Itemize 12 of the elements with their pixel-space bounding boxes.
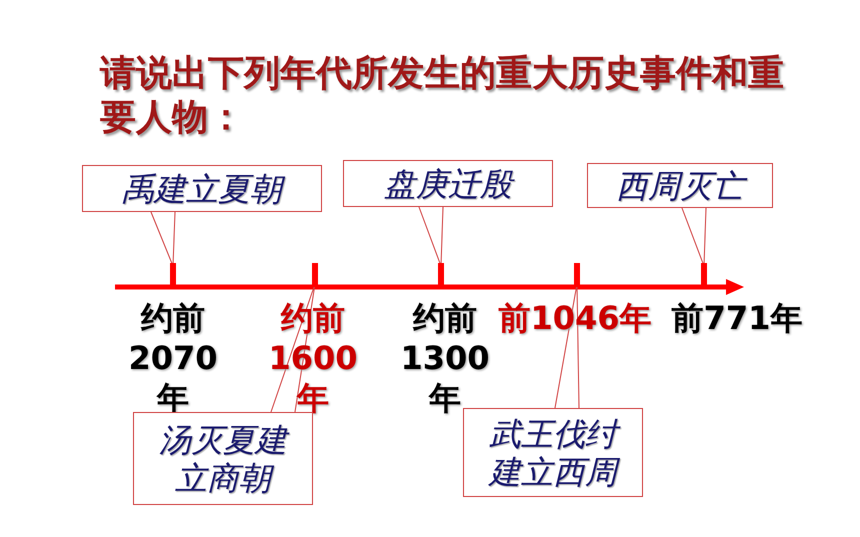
tick-mark bbox=[574, 263, 580, 287]
event-callout: 西周灭亡 bbox=[587, 163, 773, 208]
event-callout: 盘庚迁殷 bbox=[343, 160, 553, 207]
event-callout: 禹建立夏朝 bbox=[82, 165, 322, 212]
tick-mark bbox=[170, 263, 176, 287]
event-callout: 武王伐纣建立西周 bbox=[463, 408, 643, 497]
tick-mark bbox=[312, 263, 318, 287]
event-callout: 汤灭夏建立商朝 bbox=[133, 412, 313, 505]
tick-mark bbox=[438, 263, 444, 287]
tick-mark bbox=[701, 263, 707, 287]
date-label: 前771年 bbox=[670, 298, 804, 338]
title: 请说出下列年代所发生的重大历史事件和重要人物： bbox=[100, 52, 785, 140]
